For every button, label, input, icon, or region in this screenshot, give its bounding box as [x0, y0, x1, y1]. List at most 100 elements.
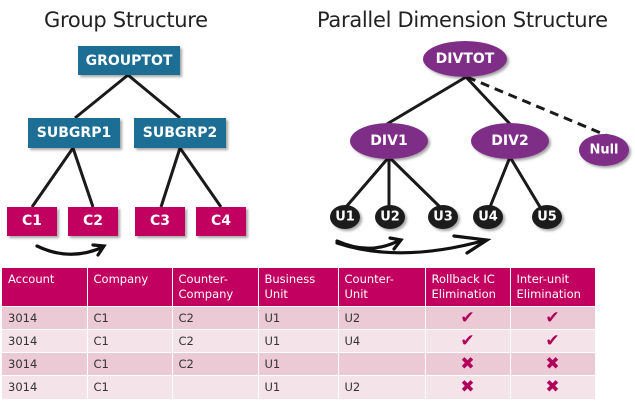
cross-icon: ✖ — [510, 375, 596, 399]
node-u1[interactable]: U1 — [330, 205, 360, 229]
cell-counter-unit: U2 — [338, 306, 426, 330]
grouptot-box — [78, 46, 180, 75]
arrow-head — [91, 243, 107, 257]
cell-business-unit: U1 — [258, 352, 339, 376]
edge-divtot-null — [466, 75, 609, 138]
header-inter-unit-elimination: Inter-unit Elimination — [510, 268, 596, 307]
edge-divtot-div2 — [464, 75, 512, 126]
node-c1[interactable]: C1 — [7, 207, 57, 236]
cross-icon: ✖ — [425, 352, 511, 376]
node-u4[interactable]: U4 — [473, 205, 503, 229]
cell-counter-unit — [338, 352, 426, 376]
cell-company: C1 — [87, 375, 173, 399]
header-company: Company — [87, 268, 173, 307]
edge-div1-u1 — [344, 156, 391, 208]
arrow-curve — [35, 244, 105, 256]
div2-ellipse — [471, 123, 549, 159]
u1-ellipse — [330, 205, 360, 229]
c4-box — [196, 207, 246, 236]
div2-label: DIV2 — [491, 133, 528, 149]
c3-box — [135, 207, 185, 236]
div1-label: DIV1 — [370, 133, 407, 149]
arrow-c1-to-c2 — [35, 243, 107, 257]
u5-label: U5 — [537, 210, 557, 225]
null-ellipse — [579, 134, 629, 166]
cell-counter-company: C2 — [172, 306, 259, 330]
header-counter-unit: Counter- Unit — [338, 268, 426, 307]
c2-box — [68, 207, 118, 236]
u2-ellipse — [375, 205, 405, 229]
cell-business-unit: U1 — [258, 306, 339, 330]
c3-label: C3 — [150, 213, 170, 229]
elimination-table: Account Company Counter- Company Busines… — [2, 268, 596, 399]
arrow-u1-to-u4-head — [452, 234, 492, 255]
node-c2[interactable]: C2 — [68, 207, 118, 236]
node-u5[interactable]: U5 — [532, 205, 562, 229]
cell-counter-unit: U4 — [338, 329, 426, 353]
node-div1[interactable]: DIV1 — [350, 123, 428, 159]
node-c4[interactable]: C4 — [196, 207, 246, 236]
cell-account: 3014 — [2, 352, 88, 376]
header-rollback-ic-elimination: Rollback IC Elimination — [425, 268, 511, 307]
div1-ellipse — [350, 123, 428, 159]
check-icon: ✔ — [510, 306, 596, 330]
cell-account: 3014 — [2, 306, 88, 330]
cell-account: 3014 — [2, 329, 88, 353]
node-grouptot[interactable]: GROUPTOT — [78, 46, 180, 75]
u1-label: U1 — [335, 210, 355, 225]
subgrp1-label: SUBGRP1 — [37, 125, 111, 141]
u3-ellipse — [428, 205, 458, 229]
group-connectors — [30, 73, 223, 208]
c1-label: C1 — [22, 213, 42, 229]
check-icon: ✔ — [425, 306, 511, 330]
divtot-ellipse — [423, 41, 507, 77]
u4-label: U4 — [478, 210, 498, 225]
arrow-u1-to-u2-head — [388, 236, 404, 251]
c1-box — [7, 207, 57, 236]
node-c3[interactable]: C3 — [135, 207, 185, 236]
parallel-connectors — [344, 75, 609, 209]
u5-ellipse — [532, 205, 562, 229]
cell-business-unit: U1 — [258, 329, 339, 353]
check-icon: ✔ — [510, 329, 596, 353]
table-row: 3014 C1 C2 U1 U2 ✔ ✔ — [2, 306, 596, 330]
cross-icon: ✖ — [425, 375, 511, 399]
node-u3[interactable]: U3 — [428, 205, 458, 229]
u3-label: U3 — [433, 210, 453, 225]
grouptot-label: GROUPTOT — [86, 53, 173, 69]
edge-subgrp1-c2 — [71, 147, 95, 208]
table-row: 3014 C1 U1 U2 ✖ ✖ — [2, 375, 596, 399]
edge-div1-u3 — [387, 155, 442, 209]
cross-icon: ✖ — [510, 352, 596, 376]
node-null[interactable]: Null — [579, 134, 629, 166]
null-label: Null — [589, 143, 618, 158]
edge-subgrp2-c3 — [159, 147, 182, 208]
node-subgrp2[interactable]: SUBGRP2 — [134, 118, 226, 148]
edge-div2-u4 — [488, 156, 512, 208]
edge-divtot-div1 — [386, 75, 467, 126]
subgrp2-label: SUBGRP2 — [143, 125, 217, 141]
header-counter-company: Counter- Company — [172, 268, 259, 307]
arrows-units — [335, 234, 492, 255]
cell-counter-company: C2 — [172, 329, 259, 353]
header-account: Account — [2, 268, 88, 307]
cell-business-unit: U1 — [258, 375, 339, 399]
table-header-row: Account Company Counter- Company Busines… — [2, 268, 596, 307]
header-business-unit: Business Unit — [258, 268, 339, 307]
group-structure-title: Group Structure — [44, 8, 208, 32]
node-div2[interactable]: DIV2 — [471, 123, 549, 159]
node-u2[interactable]: U2 — [375, 205, 405, 229]
cell-counter-company — [172, 375, 259, 399]
check-icon: ✔ — [425, 329, 511, 353]
edge-subgrp1-c1 — [30, 147, 75, 208]
subgrp2-box — [134, 118, 226, 148]
edge-subgrp2-c4 — [178, 147, 223, 208]
table-row: 3014 C1 C2 U1 U4 ✔ ✔ — [2, 329, 596, 353]
node-divtot[interactable]: DIVTOT — [423, 41, 507, 77]
c4-label: C4 — [211, 213, 231, 229]
edge-div2-u5 — [508, 156, 542, 208]
divtot-label: DIVTOT — [436, 51, 495, 67]
cell-counter-company: C2 — [172, 352, 259, 376]
node-subgrp1[interactable]: SUBGRP1 — [28, 118, 120, 148]
cell-company: C1 — [87, 352, 173, 376]
